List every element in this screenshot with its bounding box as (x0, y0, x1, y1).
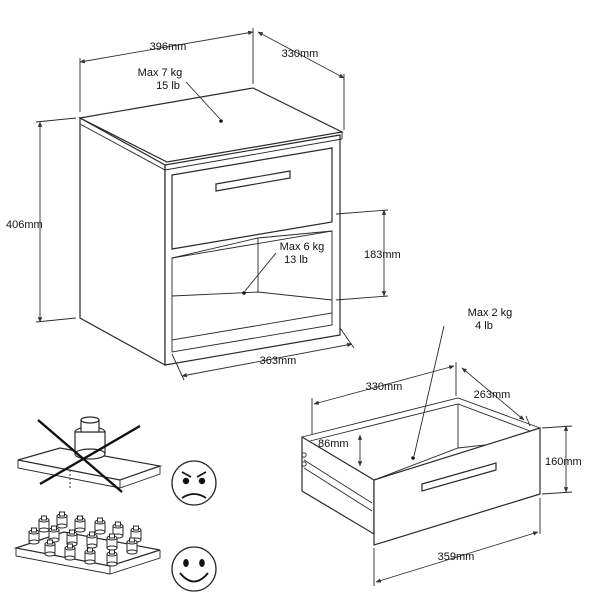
small-weight (74, 515, 86, 533)
drawer-front-height-label: 160mm (545, 456, 582, 468)
shelf-load-kg: Max 6 kg (280, 241, 325, 253)
small-weight (38, 515, 50, 533)
sad-face-icon (171, 460, 217, 506)
drawer-front-panel (373, 427, 541, 546)
width-label: 396mm (150, 41, 187, 53)
shelf-load-lb: 13 lb (284, 254, 308, 266)
happy-face-icon (171, 546, 217, 592)
drawer-drawing (301, 325, 541, 546)
wrong-load-illustration (17, 416, 163, 493)
drawer-front-width-label: 359mm (438, 551, 475, 563)
top-load-dot (219, 119, 223, 123)
top-load-lb: 15 lb (156, 80, 180, 92)
nightstand-drawer-front (171, 147, 333, 250)
cross-line (37, 419, 123, 493)
small-weight (126, 537, 138, 555)
nightstand-dimensions (35, 28, 389, 381)
small-weight (106, 549, 118, 567)
small-weight (94, 517, 106, 535)
drawer-load-lb: 4 lb (475, 320, 493, 332)
inner-width-label: 363mm (260, 355, 297, 367)
small-weight (44, 539, 56, 557)
top-load-kg: Max 7 kg (138, 67, 183, 79)
small-weight (56, 511, 68, 529)
drawer-load-kg: Max 2 kg (468, 307, 513, 319)
small-weight (86, 531, 98, 549)
drawer-dimensions (311, 362, 573, 586)
small-weight (28, 527, 40, 545)
drawer-inner-width-label: 263mm (474, 389, 511, 401)
drawer-load-dot (411, 456, 415, 460)
shelf-load-dot (242, 291, 246, 295)
small-weight (106, 533, 118, 551)
cross-line (39, 424, 141, 486)
height-label: 406mm (6, 219, 43, 231)
drawer-handle (421, 462, 497, 492)
nightstand-drawing (78, 81, 344, 367)
drawer-side-panel (301, 435, 375, 536)
depth-label: 330mm (282, 48, 319, 60)
small-weight (84, 547, 96, 565)
nightstand-labels: 396mm 330mm 406mm 183mm 363mm Max 7 kg 1… (6, 41, 401, 367)
drawer-labels: Max 2 kg 4 lb 330mm 263mm 86mm 160mm 359… (318, 307, 582, 563)
shelf-height-label: 183mm (364, 249, 401, 261)
drawer-inner-height-label: 86mm (318, 438, 349, 450)
drawer-depth-label: 330mm (366, 381, 403, 393)
small-weights (28, 511, 142, 567)
right-load-illustration (13, 511, 161, 575)
small-weight (64, 543, 76, 561)
nightstand-handle (215, 170, 291, 192)
